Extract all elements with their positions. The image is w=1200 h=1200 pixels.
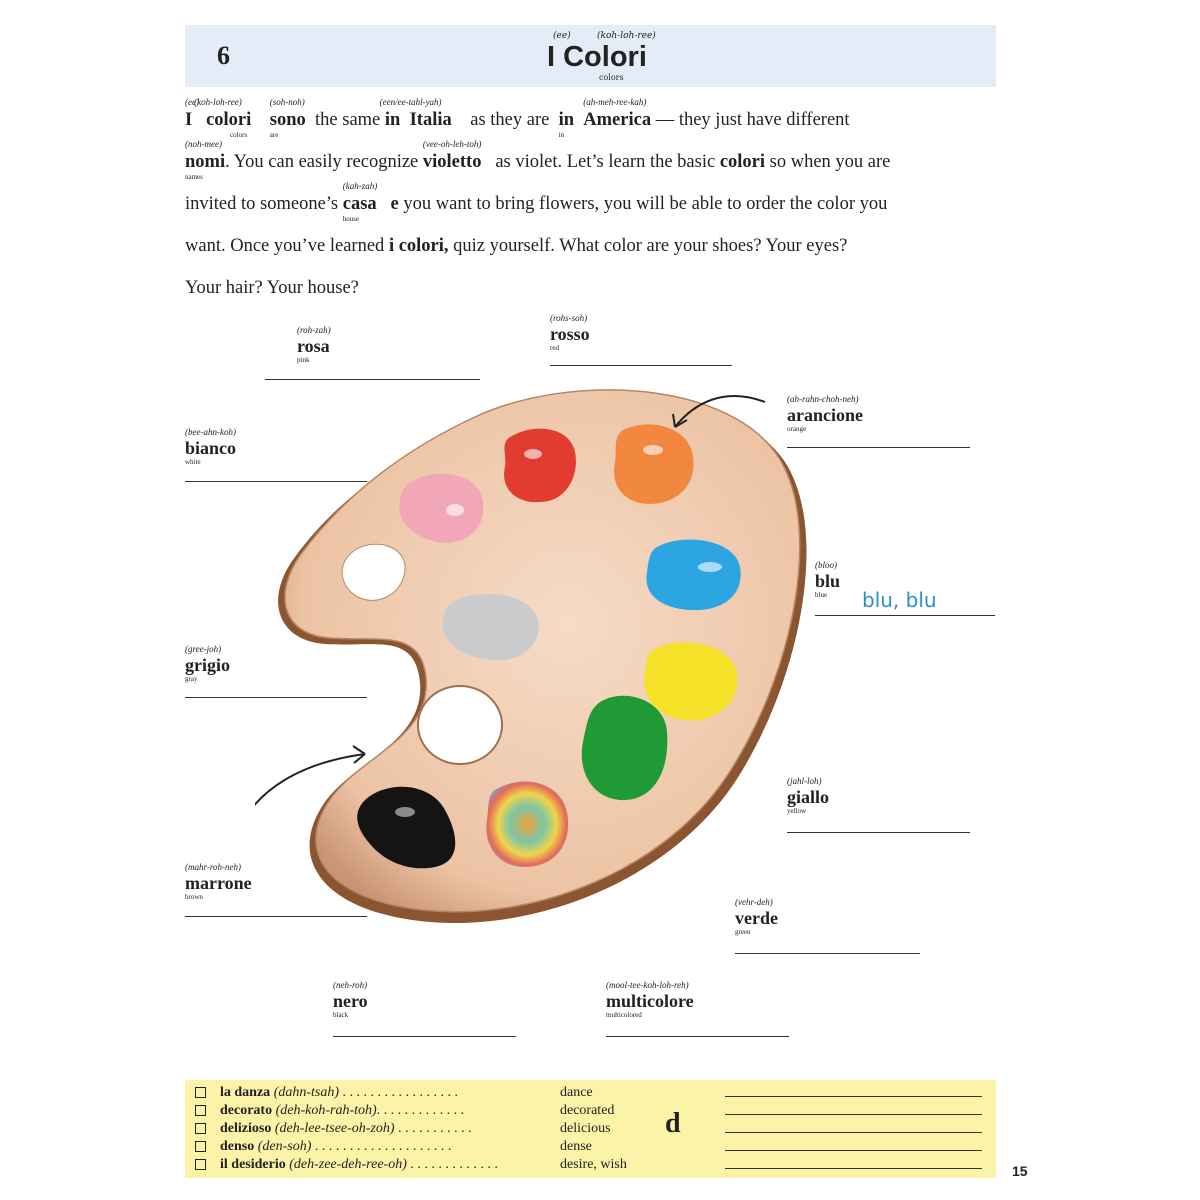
arrow-to-orange (674, 395, 766, 428)
label-blu: (bloo) blu blue blu, blu (815, 560, 995, 616)
checkbox[interactable] (195, 1123, 206, 1135)
answer-line-rosa[interactable] (265, 379, 480, 380)
word-violetto: (vee-oh-leh-toh)violetto (422, 139, 482, 172)
text-quiz: quiz yourself. What color are your shoes… (453, 236, 848, 256)
word-colori-2: colori (719, 152, 766, 172)
paragraph-line-5: Your hair? Your house? (185, 278, 359, 320)
paint-multicolor (486, 781, 569, 867)
text-the-same: the same (315, 110, 381, 130)
answer-line-blu[interactable] (815, 615, 995, 616)
arrow-to-palette (255, 753, 366, 807)
vocab-letter: d (665, 1108, 681, 1139)
paint-red (504, 428, 576, 503)
text-invited: invited to someone’s (185, 194, 339, 214)
checkbox[interactable] (195, 1105, 206, 1117)
vocab-answer-line[interactable] (725, 1132, 982, 1133)
arrow-to-orange-head (672, 413, 688, 428)
title-article-pronunciation: (ee) (553, 31, 571, 41)
paint-palette-illustration (255, 389, 807, 923)
word-america: (ah-meh-ree-kah)America (583, 97, 652, 130)
paint-black (357, 786, 456, 869)
word-i: (ee)I (185, 97, 199, 130)
label-giallo: (jahl-loh) giallo yellow (787, 776, 970, 833)
answer-line-multicolore[interactable] (606, 1036, 789, 1037)
word-i-colori: i colori, (388, 236, 449, 256)
label-nero: (neh-roh) nero black (333, 980, 516, 1037)
vocab-row: denso (den-soh) . . . . . . . . . . . . … (195, 1139, 592, 1157)
page-number: 15 (1012, 1163, 1028, 1179)
vocab-row: la danza (dahn-tsah) . . . . . . . . . .… (195, 1085, 593, 1103)
text-so-when: so when you are (769, 152, 891, 172)
label-marrone: (mahr-roh-neh) marrone brown (185, 862, 367, 917)
text-your-hair: Your hair? Your house? (185, 278, 359, 298)
paint-blue (646, 539, 741, 611)
label-grigio: (gree-joh) grigio gray (185, 644, 367, 698)
text-want: want. Once you’ve learned (185, 236, 385, 256)
label-multicolore: (mool-tee-koh-loh-reh) multicolore multi… (606, 980, 789, 1037)
answer-line-bianco[interactable] (185, 481, 367, 482)
answer-line-giallo[interactable] (787, 832, 970, 833)
paint-white (341, 543, 406, 601)
answer-line-rosso[interactable] (550, 365, 732, 366)
chapter-header: 6 (ee) (koh-loh-ree) I Colori colors (185, 25, 996, 87)
answer-line-nero[interactable] (333, 1036, 516, 1037)
answer-line-verde[interactable] (735, 953, 920, 954)
paint-pink (399, 473, 484, 543)
vocab-row: decorato (deh-koh-rah-toh). . . . . . . … (195, 1103, 614, 1121)
handwritten-answer-blu: blu, blu (862, 588, 937, 612)
text-as-they-are: as they are (470, 110, 550, 130)
arrow-to-palette-head (352, 745, 366, 764)
chapter-title-block: (ee) (koh-loh-ree) I Colori colors (547, 25, 687, 87)
paint-gray (442, 594, 539, 661)
label-rosa: (roh-zah) rosa pink (265, 325, 480, 380)
vocab-answer-line[interactable] (725, 1114, 982, 1115)
thumb-hole (417, 685, 503, 765)
word-in: in (384, 110, 401, 130)
label-verde: (vehr-deh) verde green (735, 897, 920, 954)
paint-green (581, 695, 668, 801)
answer-line-arancione[interactable] (787, 447, 970, 448)
word-e: e (390, 194, 399, 214)
paint-yellow (644, 642, 738, 721)
text-as-violet: as violet. Let’s learn the basic (495, 152, 716, 172)
word-italia: (een/ee-tahl-yah)Italia (379, 97, 452, 130)
vocab-answer-line[interactable] (725, 1150, 982, 1151)
label-arancione: (ah-rahn-choh-neh) arancione orange (787, 394, 970, 448)
vocab-row: il desiderio (deh-zee-deh-ree-oh) . . . … (195, 1157, 627, 1175)
text-recognize: . You can easily recognize (225, 152, 419, 172)
label-bianco: (bee-ahn-koh) bianco white (185, 427, 367, 482)
answer-line-marrone[interactable] (185, 916, 367, 917)
chapter-title: I Colori (547, 41, 647, 73)
paint-orange (614, 424, 694, 504)
vocab-answer-line[interactable] (725, 1168, 982, 1169)
label-rosso: (rohs-soh) rosso red (550, 313, 732, 366)
checkbox[interactable] (195, 1087, 206, 1099)
title-translation: colors (599, 73, 624, 82)
text-bring-flowers: you want to bring flowers, you will be a… (403, 194, 888, 214)
paragraph-line-4: want. Once you’ve learned i colori, quiz… (185, 236, 847, 278)
vocabulary-box: la danza (dahn-tsah) . . . . . . . . . .… (185, 1080, 996, 1178)
checkbox[interactable] (195, 1159, 206, 1171)
title-word-pronunciation: (koh-loh-ree) (597, 31, 656, 41)
chapter-number: 6 (217, 41, 230, 70)
vocab-row: delizioso (deh-lee-tsee-oh-zoh) . . . . … (195, 1121, 611, 1139)
vocab-answer-line[interactable] (725, 1096, 982, 1097)
answer-line-grigio[interactable] (185, 697, 367, 698)
text-they-just: — they just have different (655, 110, 850, 130)
checkbox[interactable] (195, 1141, 206, 1153)
